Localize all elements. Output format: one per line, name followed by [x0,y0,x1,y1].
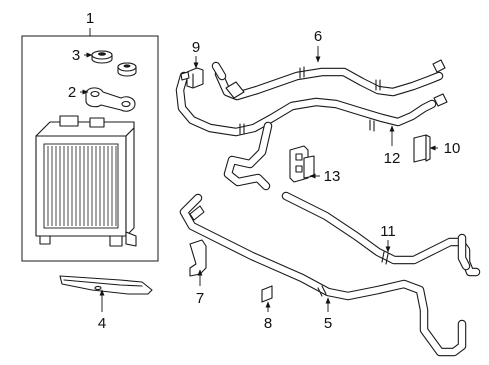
pad-part [261,285,273,303]
callout-8: 8 [264,315,272,332]
callout-5: 5 [324,315,332,332]
clip-part [413,134,431,163]
line-bracket-part [289,145,315,183]
oil-return-line-part [281,191,481,277]
mounting-bracket-part [85,87,136,112]
callout-11: 11 [380,223,396,240]
oil-feed-line-part [179,193,467,357]
callout-12: 12 [384,150,401,167]
callout-3: 3 [72,47,80,64]
upper-oil-line-part [211,59,446,101]
callout-4: 4 [98,315,106,332]
grommet-part [91,50,137,77]
callout-1: 1 [86,10,94,27]
callout-10: 10 [444,140,461,157]
cooler-hose-part [223,121,273,191]
lower-oil-line-part [175,71,448,137]
lower-bracket-part [59,275,153,295]
callout-2: 2 [68,84,76,101]
callout-7: 7 [196,290,204,307]
callout-13: 13 [324,168,341,185]
callout-9: 9 [192,39,200,56]
oil-cooler-part [35,115,137,247]
callout-6: 6 [314,28,322,45]
heat-shield-part [189,239,207,277]
